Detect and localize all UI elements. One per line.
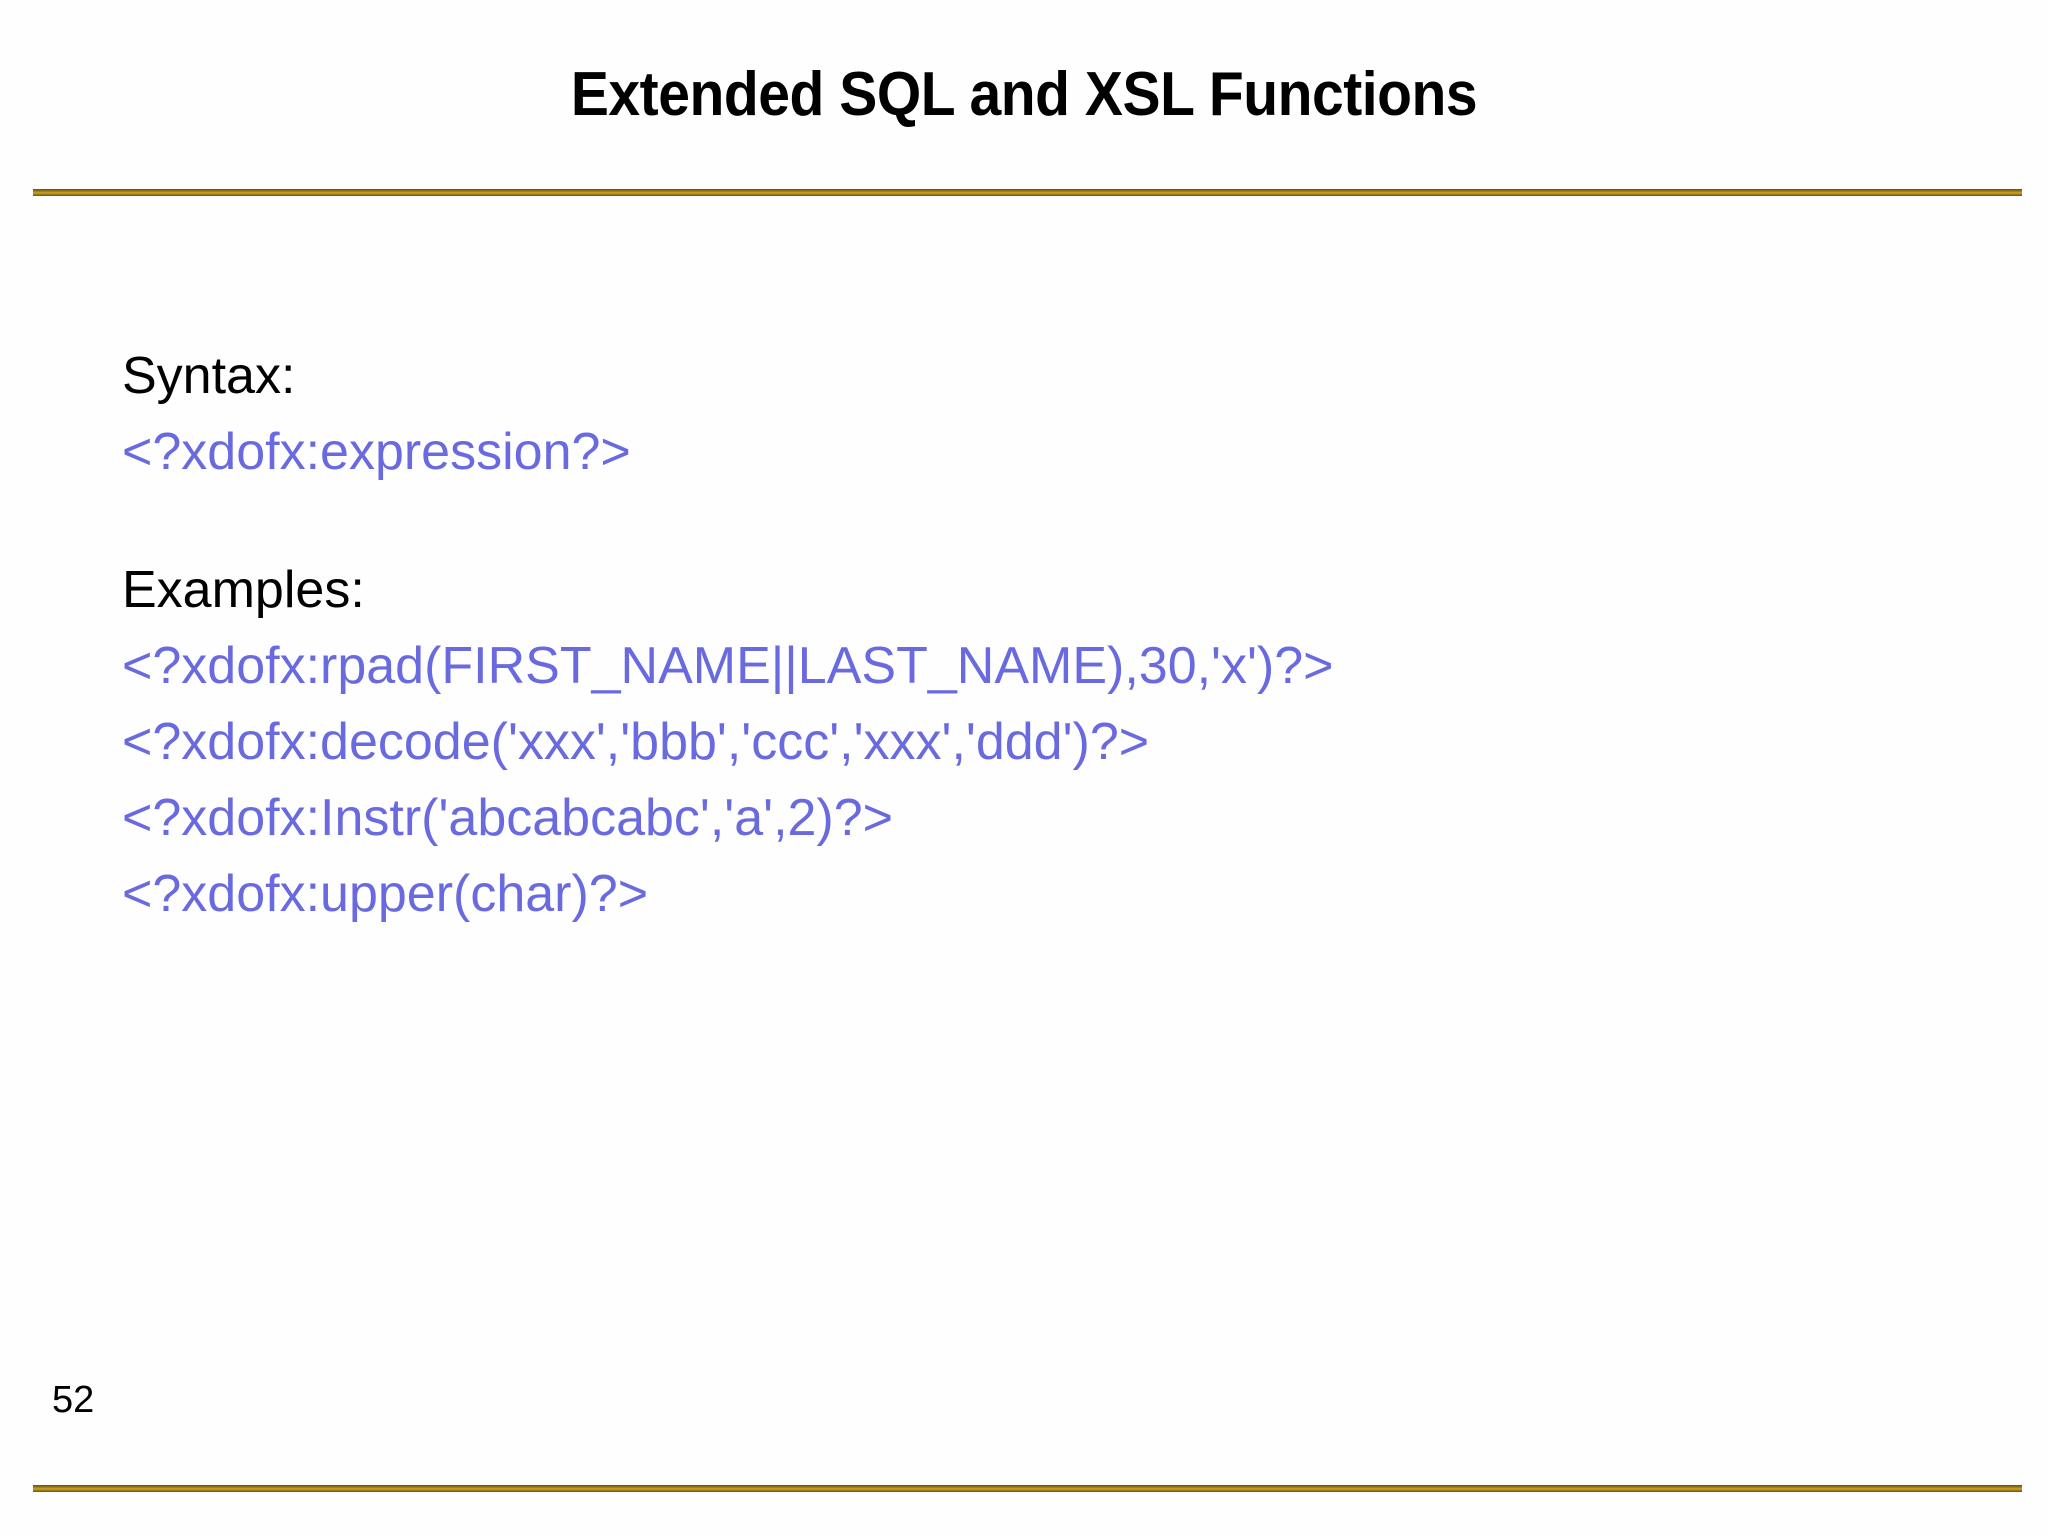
page-number: 52 — [52, 1379, 95, 1421]
page-title: Extended SQL and XSL Functions — [570, 60, 1478, 129]
syntax-label: Syntax: — [122, 347, 296, 405]
examples-label: Examples: — [122, 561, 365, 619]
title-divider-rule — [33, 189, 2022, 196]
example-code-line-rpad: <?xdofx:rpad(FIRST_NAME||LAST_NAME),30,'… — [122, 637, 1334, 695]
example-code-line-upper: <?xdofx:upper(char)?> — [122, 865, 649, 923]
syntax-code-line: <?xdofx:expression?> — [122, 423, 631, 481]
slide-body: Syntax: <?xdofx:expression?> Examples: <… — [122, 338, 1922, 932]
body-spacer — [122, 490, 1922, 552]
example-code-line-decode: <?xdofx:decode('xxx','bbb','ccc','xxx','… — [122, 713, 1150, 771]
example-code-line-instr: <?xdofx:Instr('abcabcabc','a',2)?> — [122, 789, 894, 847]
footer-divider-rule — [33, 1485, 2022, 1492]
